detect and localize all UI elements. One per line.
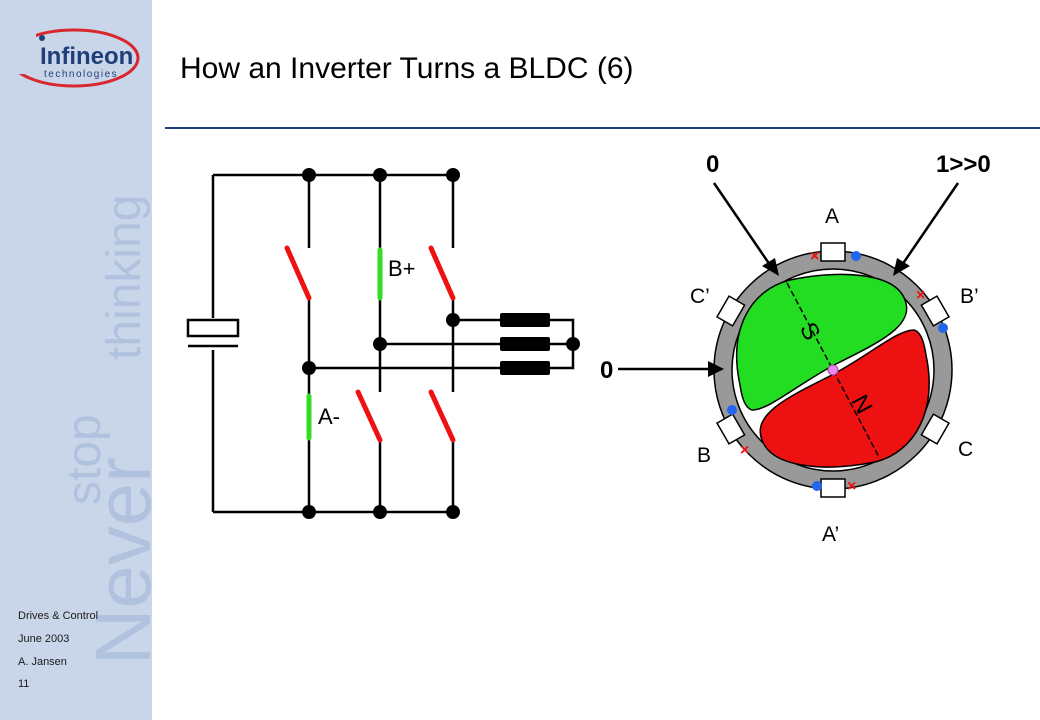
- bldc-motor: S N × × × × A A’ B B’ C C’: [600, 151, 991, 546]
- switch-a-low-label: A-: [318, 404, 340, 429]
- switch-a-high-open-icon: [284, 245, 312, 301]
- slogan-thinking: thinking: [98, 195, 151, 360]
- winding-c-icon: [500, 313, 550, 327]
- current-cross-icon: ×: [810, 248, 819, 265]
- rotor-north-pole: [759, 329, 930, 468]
- slogan-watermark: Never stop thinking: [58, 195, 152, 665]
- sidebar: Never stop thinking Infineon technologie…: [0, 0, 152, 720]
- current-dot-icon: [727, 405, 737, 415]
- current-dot-markers: [727, 251, 948, 491]
- current-cross-icon: ×: [916, 287, 925, 304]
- phase-a-arrow: [712, 182, 772, 266]
- switch-c-high-open-icon: [428, 245, 456, 301]
- current-cross-icon: ×: [847, 478, 856, 495]
- phase-c-value: 0: [600, 357, 613, 384]
- footer-page-number: 11: [18, 678, 30, 690]
- footer-author: A. Jansen: [18, 656, 67, 668]
- rotor-axis: [786, 282, 880, 458]
- phase-b-arrow: [900, 182, 960, 266]
- stator-label-b-prime: B’: [960, 285, 979, 308]
- stator-label-b: B: [697, 444, 711, 467]
- slide-title: How an Inverter Turns a BLDC (6): [180, 52, 634, 85]
- logo-text: Infineon: [40, 43, 133, 70]
- stator-label-a: A: [825, 205, 839, 228]
- winding-a-icon: [500, 361, 550, 375]
- arrowhead-icon: [893, 258, 910, 276]
- current-cross-markers: × × × ×: [740, 248, 925, 495]
- current-dot-icon: [938, 323, 948, 333]
- winding-b-icon: [500, 337, 550, 351]
- inverter-bldc-diagram: B+ A- S N × ×: [186, 151, 991, 546]
- rotor-south-pole: [736, 273, 908, 411]
- motor-windings: [500, 313, 550, 375]
- switch-b-low-open-icon: [355, 389, 383, 443]
- phase-b-value: 1>>0: [936, 151, 991, 178]
- current-cross-icon: ×: [740, 442, 749, 459]
- stator-label-c-prime: C’: [690, 285, 710, 308]
- footer-department: Drives & Control: [18, 610, 99, 622]
- current-dot-icon: [851, 251, 861, 261]
- current-dot-icon: [812, 481, 822, 491]
- infineon-logo: Infineon technologies: [6, 28, 140, 88]
- logo-subtext: technologies: [44, 69, 118, 80]
- arrowhead-icon: [762, 258, 779, 276]
- slogan-stop: stop: [58, 414, 111, 505]
- inverter-switches: [284, 245, 456, 443]
- phase-a-value: 0: [706, 151, 719, 178]
- footer-date: June 2003: [18, 633, 70, 645]
- switch-c-low-open-icon: [428, 389, 456, 443]
- phase-input-arrows: [618, 182, 960, 377]
- circuit-junctions: [302, 168, 580, 519]
- title-divider: [165, 127, 1040, 129]
- switch-b-high-label: B+: [388, 256, 416, 281]
- rotor-shaft-icon: [827, 364, 839, 376]
- arrowhead-icon: [708, 361, 724, 377]
- dc-link-capacitor-icon: [186, 318, 240, 348]
- slogan-never: Never: [79, 457, 152, 665]
- stator-label-c: C: [958, 438, 973, 461]
- stator-label-a-prime: A’: [822, 523, 839, 546]
- stator-slots: [715, 242, 951, 498]
